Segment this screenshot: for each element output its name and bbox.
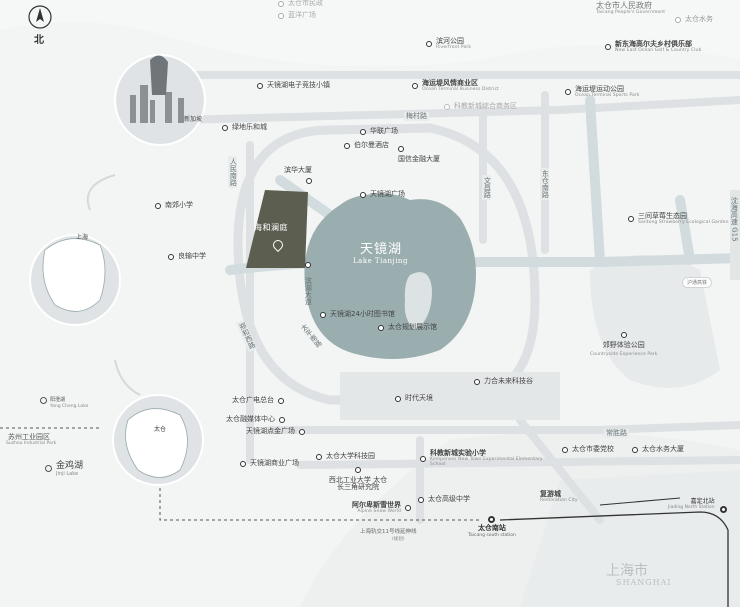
poi-borman-hotel[interactable]: 伯尔曼酒店 — [344, 142, 389, 149]
poi-24h-library[interactable]: 天镜湖24小时图书馆 — [320, 311, 395, 318]
poi-planning-exhibition[interactable]: 太仓规划展示馆 — [378, 324, 437, 331]
station-jiading-north[interactable]: 嘉定北站 Jiading North Station — [668, 498, 715, 510]
compass-north-label: 北 — [34, 35, 44, 46]
yangcheng-lake-label-en: Yang Cheng Lake — [50, 404, 89, 409]
lake-name-cn: 天镜湖 — [360, 242, 403, 257]
shanghai-city-label-en: SHANGHAI — [616, 578, 672, 587]
poi-dianjin-plaza[interactable]: 天镜湖点金广场 — [246, 428, 305, 435]
inset-taicang-label: 太仓 — [154, 426, 167, 433]
metro-line-note: (规划) — [392, 537, 405, 542]
yangcheng-lake-dot — [40, 397, 47, 404]
road-label-wenchang: 文昌路 — [482, 175, 492, 200]
project-label[interactable]: 海和澜庭 — [254, 223, 288, 232]
poi-water-affairs-tower[interactable]: 太仓水务大厦 — [632, 446, 684, 453]
jinji-lake-label-en: Jinji Lake — [56, 471, 79, 477]
poi-liangshu-middle[interactable]: 良输中学 — [168, 253, 206, 260]
poi-kejiao-business-district[interactable]: 科教新城综合商务区 — [444, 103, 517, 110]
poi-media-center[interactable]: 太仓融媒体中心 — [226, 416, 285, 423]
road-label-meicun: 梅村路 — [404, 112, 429, 122]
poi-binhu-trail[interactable] — [305, 262, 311, 268]
poi-binhua-tower[interactable]: 滨华大厦 — [284, 167, 312, 184]
road-label-renmin: 人民南路 — [228, 156, 238, 188]
station-taicang-south[interactable]: 太仓南站 Taicang south station — [468, 516, 516, 538]
metro-line-label: 上海轨交11号线延伸线 — [360, 529, 417, 535]
station-jiading-north-icon — [720, 506, 727, 513]
poi-faint-1[interactable]: 蓝洋广场 — [278, 12, 316, 19]
poi-hualian-plaza[interactable]: 华联广场 — [360, 128, 398, 135]
poi-tianjing-plaza[interactable]: 天镜湖广场 — [360, 191, 405, 198]
poi-university-sci-park[interactable]: 太仓大学科技园 — [316, 453, 375, 460]
road-label-binhu: 滨湖大道 — [304, 277, 313, 305]
inset-singapore-label: 新加坡 — [184, 116, 203, 123]
rail-tag-hutong: 沪通高铁 — [682, 277, 713, 288]
poi-faint-0[interactable]: 太仓市民政 — [278, 0, 323, 7]
poi-greenland-lehe[interactable]: 绿地乐和城 — [222, 124, 267, 131]
poi-nwpu-institute[interactable]: 西北工业大学 太仓长三角研究院 — [328, 467, 388, 491]
suzhou-park-label-en: Suzhou Industrial Park — [6, 441, 57, 446]
shanghai-city-label-cn: 上海市 — [606, 563, 648, 579]
jinji-lake-dot — [45, 465, 52, 472]
jinji-lake-label-cn: 金鸡湖 — [56, 461, 84, 471]
poi-shidai-tianjing[interactable]: 时代天境 — [395, 395, 433, 402]
road-label-changsheng: 常胜路 — [604, 429, 629, 439]
poi-taicang-high-school[interactable]: 太仓高级中学 — [418, 496, 470, 503]
suzhou-park-label-cn: 苏州工业园区 — [8, 433, 50, 441]
station-taicang-south-icon — [488, 516, 496, 523]
poi-water-affairs-top[interactable]: 太仓水务 — [675, 16, 713, 23]
poi-radio-tv-station[interactable]: 太仓广电总台 — [232, 397, 284, 404]
poi-esports-town[interactable]: 天镜湖电子竞技小镇 — [257, 82, 330, 89]
yangcheng-lake-label-cn: 阳澄湖 — [50, 397, 66, 403]
poi-commercial-plaza[interactable]: 天镜湖商业广场 — [240, 460, 299, 467]
poi-lihe-tech-valley[interactable]: 力合未来科技谷 — [474, 378, 533, 385]
lake-name-en: Lake Tianjing — [353, 257, 408, 265]
road-label-dongcang: 东仓南路 — [540, 168, 550, 200]
poi-party-school[interactable]: 太仓市委党校 — [562, 446, 614, 453]
poi-guoxin-finance[interactable]: 国信金融大厦 — [398, 146, 440, 163]
poi-nanjiao-primary[interactable]: 南郊小学 — [155, 202, 193, 209]
inset-shanghai-label: 上海 — [76, 234, 89, 241]
road-label-g15: 沈海高速 G15 — [730, 197, 739, 242]
